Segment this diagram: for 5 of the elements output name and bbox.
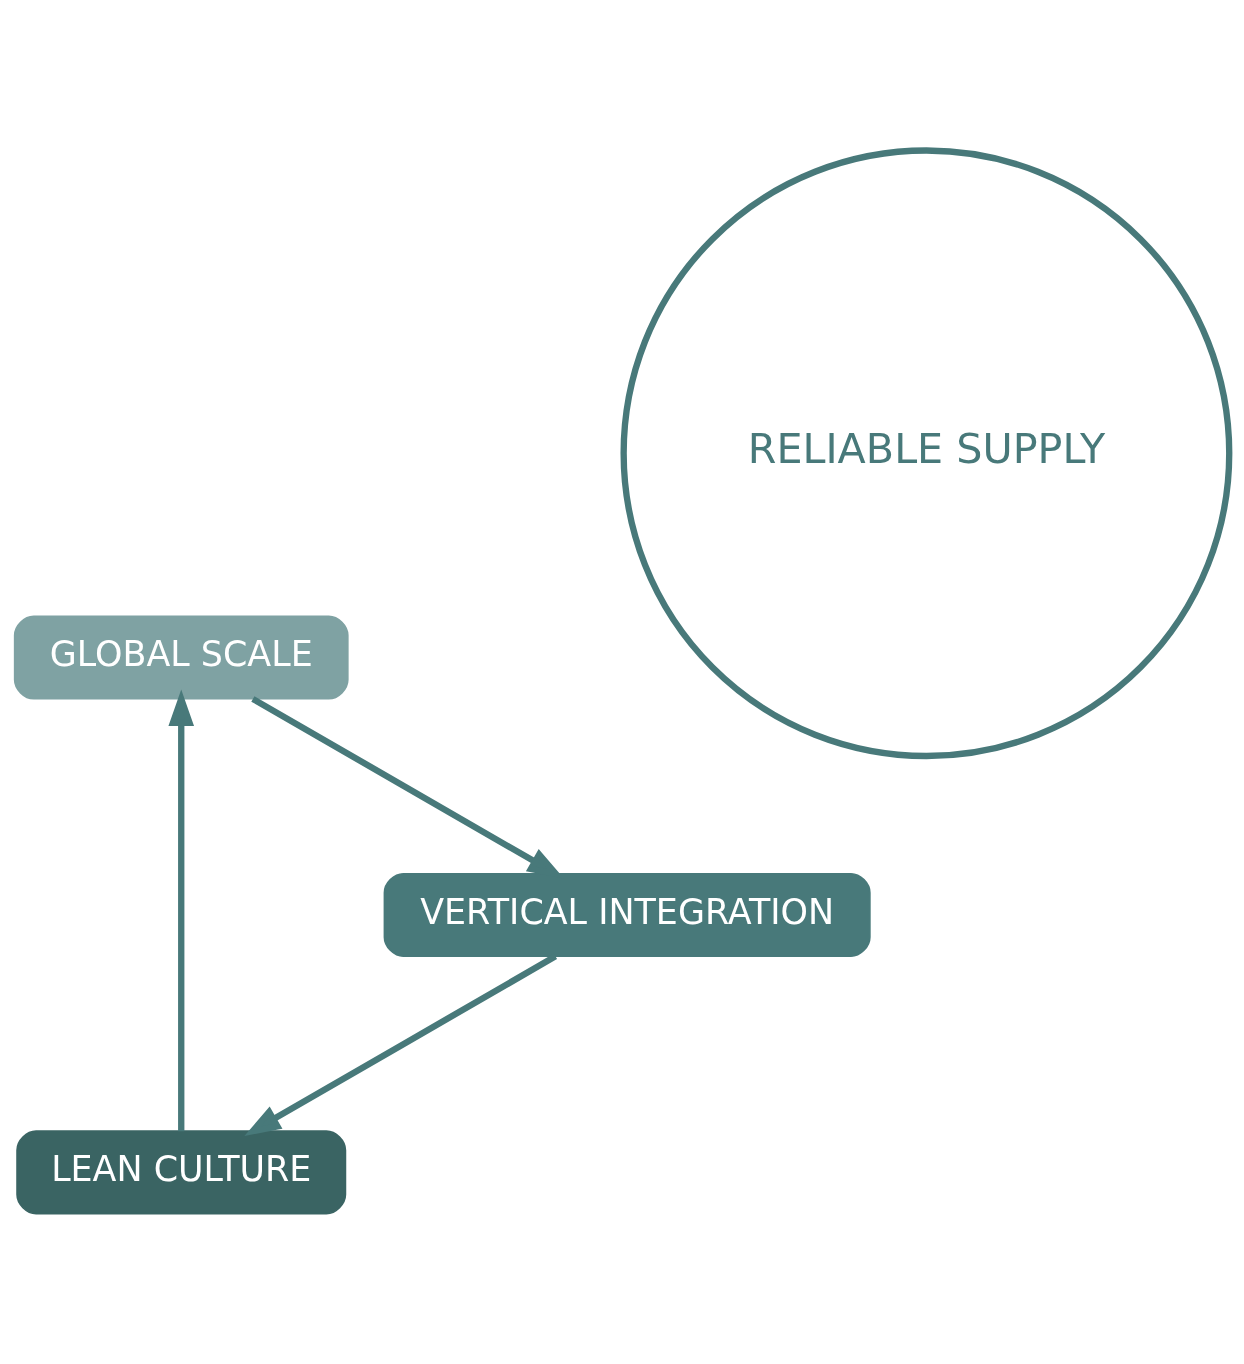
node-box: VERTICAL INTEGRATION (383, 872, 871, 957)
arrow (168, 689, 195, 1132)
node-box: GLOBAL SCALE (13, 615, 349, 700)
node-circle: RELIABLE SUPPLY (620, 147, 1233, 760)
node-box: LEAN CULTURE (16, 1130, 347, 1215)
